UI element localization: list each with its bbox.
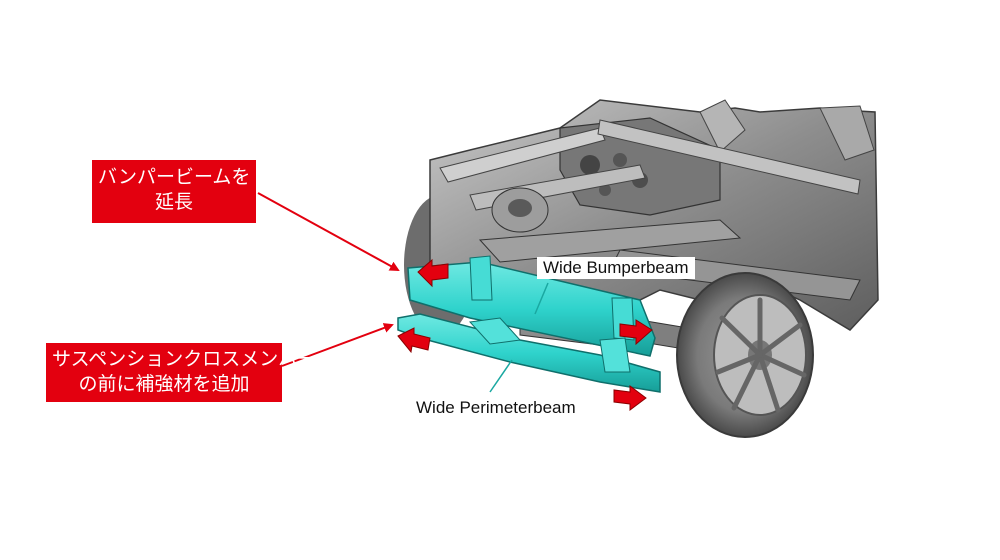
- bumperbeam-part: [407, 255, 656, 357]
- label-wide-perimeterbeam: Wide Perimeterbeam: [416, 398, 576, 417]
- leader-line-suspension: [281, 323, 394, 367]
- leader-line-bumper: [257, 192, 400, 271]
- callout-suspension-line1: サスペンションクロスメンバー: [52, 348, 317, 370]
- car-frame-illustration: [404, 99, 879, 438]
- callout-bumperbeam-extension: バンパービームを 延長: [92, 160, 256, 223]
- label-wide-bumperbeam: Wide Bumperbeam: [537, 257, 695, 279]
- callout-bumper-line2: 延長: [154, 191, 193, 213]
- pointer-perimeterbeam: [489, 359, 513, 393]
- callout-suspension-line2: の前に補強材を追加: [78, 373, 250, 395]
- pointer-bumperbeam: [534, 282, 549, 315]
- arrow-perimeter-left: [397, 327, 431, 354]
- double-outward-arrow-icon: [397, 258, 653, 411]
- callout-bumper-line1: バンパービームを: [98, 166, 251, 188]
- arrow-bumper-right: [619, 319, 653, 346]
- arrow-perimeter-right: [613, 385, 647, 411]
- callout-suspension-reinforcement: サスペンションクロスメンバー の前に補強材を追加: [46, 343, 317, 402]
- arrow-bumper-left: [417, 258, 449, 288]
